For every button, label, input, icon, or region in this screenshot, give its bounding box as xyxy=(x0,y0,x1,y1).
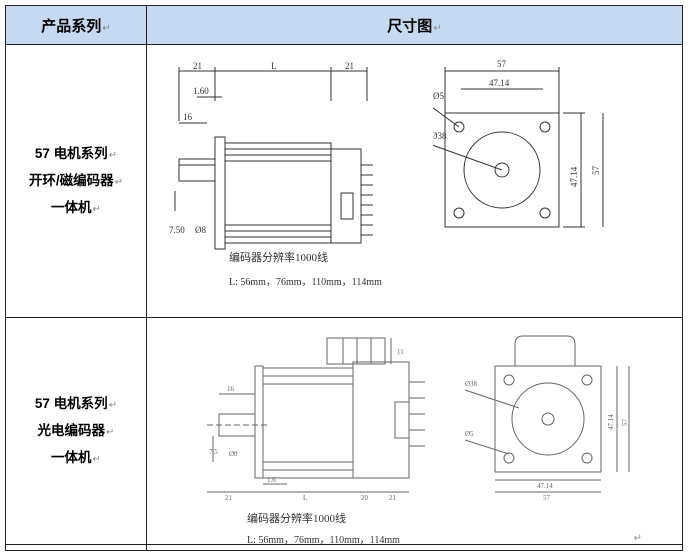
encoder-note: 编码器分辨率1000线 xyxy=(247,513,346,525)
drawing-cell: 21 L 21 1.60 16 7.50 Ø8 57 47.1 xyxy=(146,44,683,318)
length-note: L: 56mm，76mm，110mm，114mm xyxy=(247,535,400,546)
dim-pitch-v: 47.14 xyxy=(569,166,579,187)
dim-shaft: 16 xyxy=(183,112,193,122)
motor-front-view-drawing: 57 47.14 Ø5 Ø38 47.14 57 xyxy=(433,59,604,228)
dim-key: 7.5 xyxy=(209,448,218,456)
table-row: 57 电机系列↵ 开环/磁编码器↵ 一体机↵ xyxy=(5,44,683,318)
table-row: 57 电机系列↵ 光电编码器↵ 一体机↵ xyxy=(5,317,683,546)
dim-step: 1.6 xyxy=(267,476,276,484)
dim-height: 57 xyxy=(621,419,629,427)
dim-key: 7.50 xyxy=(169,225,185,235)
dim-height: 57 xyxy=(591,166,601,176)
dim-width: 57 xyxy=(497,59,507,69)
dim-boss: Ø38 xyxy=(465,380,478,388)
dim-pitch-v: 47.14 xyxy=(607,414,615,430)
dim-width: 57 xyxy=(543,494,551,502)
dim-m1: 20 xyxy=(361,494,369,502)
spec-table-wrapper: 产品系列↵ 尺寸图↵ 57 电机系列↵ 开环/磁编码器↵ 一体机↵ xyxy=(5,5,683,553)
dim-left: 21 xyxy=(193,61,202,71)
dim-hole: Ø5 xyxy=(465,430,474,438)
dim-top: 11 xyxy=(397,348,404,356)
dim-dia: Ø8 xyxy=(195,225,206,235)
dim-boss: Ø38 xyxy=(433,131,447,141)
dim-length: L xyxy=(271,61,277,71)
header-drawing-cell: 尺寸图↵ xyxy=(146,5,683,45)
dim-m2: 21 xyxy=(389,494,397,502)
drawing-cell: 16 7.5 Ø8 21 1.6 L 20 21 11 Ø38 xyxy=(146,317,683,546)
dim-pitch: 47.14 xyxy=(489,78,510,88)
motor-side-view-drawing: 21 L 21 1.60 16 7.50 Ø8 xyxy=(169,61,373,250)
motor-front-view-drawing: Ø38 Ø5 47.14 57 47.14 57 xyxy=(464,335,630,502)
motor-side-view-drawing: 16 7.5 Ø8 21 1.6 L 20 21 11 xyxy=(207,337,425,502)
dim-pitch: 47.14 xyxy=(537,482,553,490)
dim-length: L xyxy=(303,494,307,502)
dim-hole: Ø5 xyxy=(433,91,444,101)
dim-left: 21 xyxy=(225,494,233,502)
dim-shaft: 16 xyxy=(227,385,235,393)
encoder-note: 编码器分辨率1000线 xyxy=(229,252,328,264)
length-note: L: 56mm，76mm，110mm，114mm xyxy=(229,277,382,288)
cell-end-mark: ↵ xyxy=(633,533,642,544)
series-cell: 57 电机系列↵ 开环/磁编码器↵ 一体机↵ xyxy=(5,44,147,318)
header-series-cell: 产品系列↵ xyxy=(5,5,147,45)
dim-right: 21 xyxy=(345,61,354,71)
dim-step: 1.60 xyxy=(193,86,209,96)
dim-dia: Ø8 xyxy=(229,450,238,458)
table-row-partial xyxy=(5,544,683,551)
series-cell: 57 电机系列↵ 光电编码器↵ 一体机↵ xyxy=(5,317,147,545)
spec-table: 产品系列↵ 尺寸图↵ 57 电机系列↵ 开环/磁编码器↵ 一体机↵ xyxy=(5,5,683,551)
header-row: 产品系列↵ 尺寸图↵ xyxy=(5,5,683,45)
